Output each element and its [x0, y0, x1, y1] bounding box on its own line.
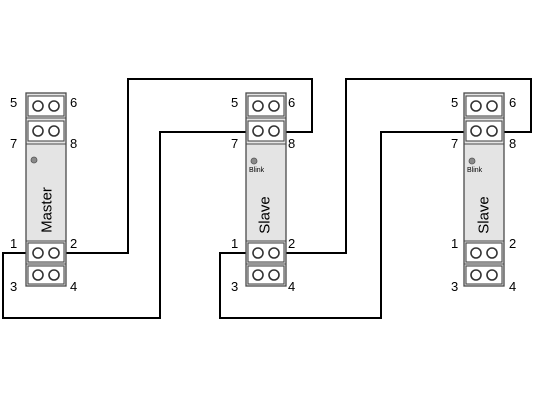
terminal-2 [268, 247, 280, 259]
pin-label-2: 2 [509, 236, 516, 251]
pin-label-5: 5 [451, 95, 458, 110]
status-led [30, 156, 38, 164]
terminal-8 [486, 125, 498, 137]
wire-slave1-1-to-slave2-7 [219, 131, 474, 319]
pin-label-8: 8 [288, 136, 295, 151]
pin-label-8: 8 [509, 136, 516, 151]
terminal-8 [48, 125, 60, 137]
terminal-3 [32, 269, 44, 281]
blink-label: Blink [467, 167, 483, 174]
terminal-7 [252, 125, 264, 137]
pin-label-7: 7 [451, 136, 458, 151]
slave-module-2: Blink Slave 5 6 7 8 1 2 3 4 [451, 92, 516, 294]
terminal-3 [252, 269, 264, 281]
terminal-5 [252, 100, 264, 112]
wire-master-1-to-slave1-7 [2, 131, 256, 319]
pin-label-4: 4 [70, 279, 77, 294]
terminal-6 [486, 100, 498, 112]
pin-label-3: 3 [10, 279, 17, 294]
pin-label-3: 3 [451, 279, 458, 294]
pin-label-2: 2 [288, 236, 295, 251]
pin-label-5: 5 [10, 95, 17, 110]
pin-label-5: 5 [231, 95, 238, 110]
terminal-7 [32, 125, 44, 137]
pin-label-4: 4 [288, 279, 295, 294]
blink-led [250, 157, 258, 165]
pin-label-3: 3 [231, 279, 238, 294]
terminal-1 [252, 247, 264, 259]
wires [2, 78, 532, 319]
master-module: Master 5 6 7 8 1 2 3 4 [10, 92, 77, 294]
terminal-2 [486, 247, 498, 259]
pin-label-6: 6 [70, 95, 77, 110]
terminal-3 [470, 269, 482, 281]
terminal-5 [32, 100, 44, 112]
terminal-6 [268, 100, 280, 112]
pin-label-1: 1 [231, 236, 238, 251]
terminal-8 [268, 125, 280, 137]
terminal-4 [486, 269, 498, 281]
pin-label-6: 6 [509, 95, 516, 110]
terminal-1 [470, 247, 482, 259]
pin-label-6: 6 [288, 95, 295, 110]
pin-label-1: 1 [10, 236, 17, 251]
pin-label-2: 2 [70, 236, 77, 251]
slave-module-1: Blink Slave 5 6 7 8 1 2 3 4 [231, 92, 295, 294]
terminal-5 [470, 100, 482, 112]
pin-label-7: 7 [10, 136, 17, 151]
terminal-2 [48, 247, 60, 259]
terminal-1 [32, 247, 44, 259]
terminal-6 [48, 100, 60, 112]
blink-label: Blink [249, 167, 265, 174]
pin-label-7: 7 [231, 136, 238, 151]
pin-label-8: 8 [70, 136, 77, 151]
module-label: Slave [257, 196, 274, 234]
terminal-7 [470, 125, 482, 137]
terminal-4 [48, 269, 60, 281]
module-label: Slave [476, 196, 493, 234]
module-label: Master [39, 187, 56, 233]
terminal-4 [268, 269, 280, 281]
blink-led [468, 157, 476, 165]
pin-label-4: 4 [509, 279, 516, 294]
pin-label-1: 1 [451, 236, 458, 251]
wire-master-2-to-slave1-8 [61, 78, 313, 254]
wire-slave1-2-to-slave2-8 [276, 78, 532, 254]
